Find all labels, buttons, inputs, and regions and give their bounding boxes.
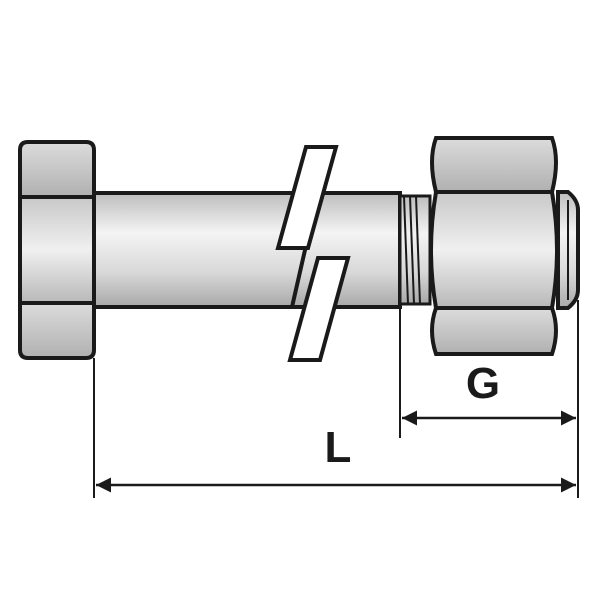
- break-bar-upper: [275, 145, 339, 250]
- dimension-g: G: [402, 359, 576, 426]
- head-bottom-face: [18, 301, 96, 360]
- bolt-head: [18, 140, 96, 360]
- extension-lines: [93, 300, 579, 498]
- dimension-g-label: G: [466, 359, 500, 408]
- dimension-l-label: L: [325, 423, 352, 472]
- dimension-l: L: [96, 423, 576, 493]
- head-middle-face: [18, 195, 96, 305]
- nut-bottom-face: [430, 306, 558, 356]
- break-bar-lower: [287, 256, 351, 362]
- break-symbol: [275, 145, 351, 362]
- hex-nut: [429, 136, 559, 356]
- nut-top-face: [430, 136, 558, 194]
- thread-section: [398, 194, 432, 306]
- nut-middle-face: [429, 190, 559, 310]
- bolt-end: [556, 190, 580, 310]
- head-top-face: [18, 140, 96, 199]
